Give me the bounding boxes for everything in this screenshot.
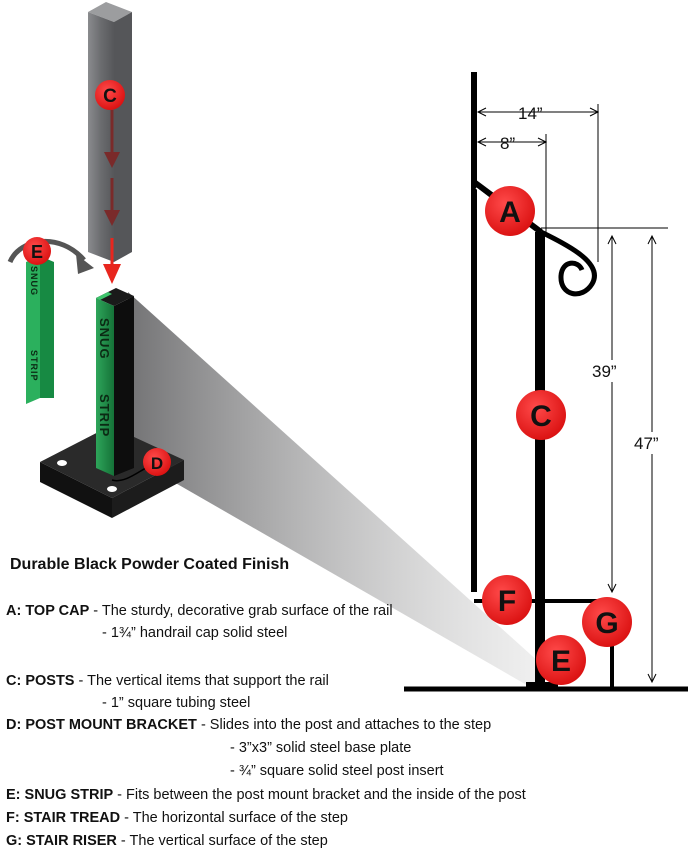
legend-term: A: TOP CAP: [6, 603, 90, 619]
svg-text:A: A: [499, 196, 521, 229]
svg-text:E: E: [551, 645, 571, 678]
legend-heading: Durable Black Powder Coated Finish: [10, 556, 290, 573]
legend-sub-bracket-2: - ¾” square solid steel post insert: [230, 763, 444, 779]
legend-desc: - The sturdy, decorative grab surface of…: [89, 603, 393, 619]
legend-term: D: POST MOUNT BRACKET: [6, 717, 197, 733]
marker-c-top: C: [95, 80, 125, 110]
marker-a: A: [485, 186, 535, 236]
marker-c-right: C: [516, 390, 566, 440]
legend-item-top-cap: A: TOP CAP - The sturdy, decorative grab…: [6, 602, 393, 620]
svg-text:C: C: [530, 400, 552, 433]
strip-text: SNUG: [29, 266, 39, 296]
post-sleeve: [88, 2, 132, 262]
snug-strip: [26, 256, 54, 404]
legend-item-snug-strip: E: SNUG STRIP - Fits between the post mo…: [6, 786, 526, 804]
svg-text:E: E: [31, 242, 43, 262]
insert-strip-text-2: STRIP: [97, 394, 112, 437]
legend-desc: - The horizontal surface of the step: [120, 810, 348, 826]
dim-39: 39”: [592, 362, 617, 381]
dimension-lines: [476, 104, 668, 684]
legend-desc: - The vertical items that support the ra…: [74, 673, 329, 689]
marker-e-left: E: [23, 237, 51, 265]
insert-strip-text: SNUG: [97, 318, 112, 360]
legend-desc: - The vertical surface of the step: [116, 833, 328, 849]
dim-14: 14”: [518, 104, 543, 123]
legend-term: E: SNUG STRIP: [6, 787, 114, 803]
projection-beam: [128, 292, 550, 688]
legend-sub-bracket-1: - 3”x3” solid steel base plate: [230, 740, 412, 756]
legend-item-bracket: D: POST MOUNT BRACKET - Slides into the …: [6, 716, 491, 734]
marker-d: D: [143, 448, 171, 476]
insert-arrows: [103, 110, 121, 284]
svg-text:C: C: [103, 86, 117, 107]
legend-term: F: STAIR TREAD: [6, 810, 121, 826]
legend-term: G: STAIR RISER: [6, 833, 117, 849]
dim-47: 47”: [634, 434, 659, 453]
legend-desc: - Slides into the post and attaches to t…: [196, 717, 492, 733]
post-insert: [96, 288, 134, 476]
legend-sub-posts: - 1” square tubing steel: [102, 695, 251, 711]
legend-sub-top-cap: - 1¾” handrail cap solid steel: [102, 625, 288, 641]
strip-text-2: STRIP: [29, 350, 39, 382]
legend-term: C: POSTS: [6, 673, 75, 689]
marker-f: F: [482, 575, 532, 625]
legend-item-stair-riser: G: STAIR RISER - The vertical surface of…: [6, 832, 328, 850]
svg-text:F: F: [498, 585, 516, 618]
legend-item-posts: C: POSTS - The vertical items that suppo…: [6, 672, 329, 690]
marker-e-right: E: [536, 635, 586, 685]
legend-item-stair-tread: F: STAIR TREAD - The horizontal surface …: [6, 809, 348, 827]
marker-g: G: [582, 597, 632, 647]
legend-desc: - Fits between the post mount bracket an…: [113, 787, 526, 803]
svg-text:G: G: [595, 607, 618, 640]
svg-text:D: D: [151, 454, 163, 473]
dim-8: 8”: [500, 134, 515, 153]
